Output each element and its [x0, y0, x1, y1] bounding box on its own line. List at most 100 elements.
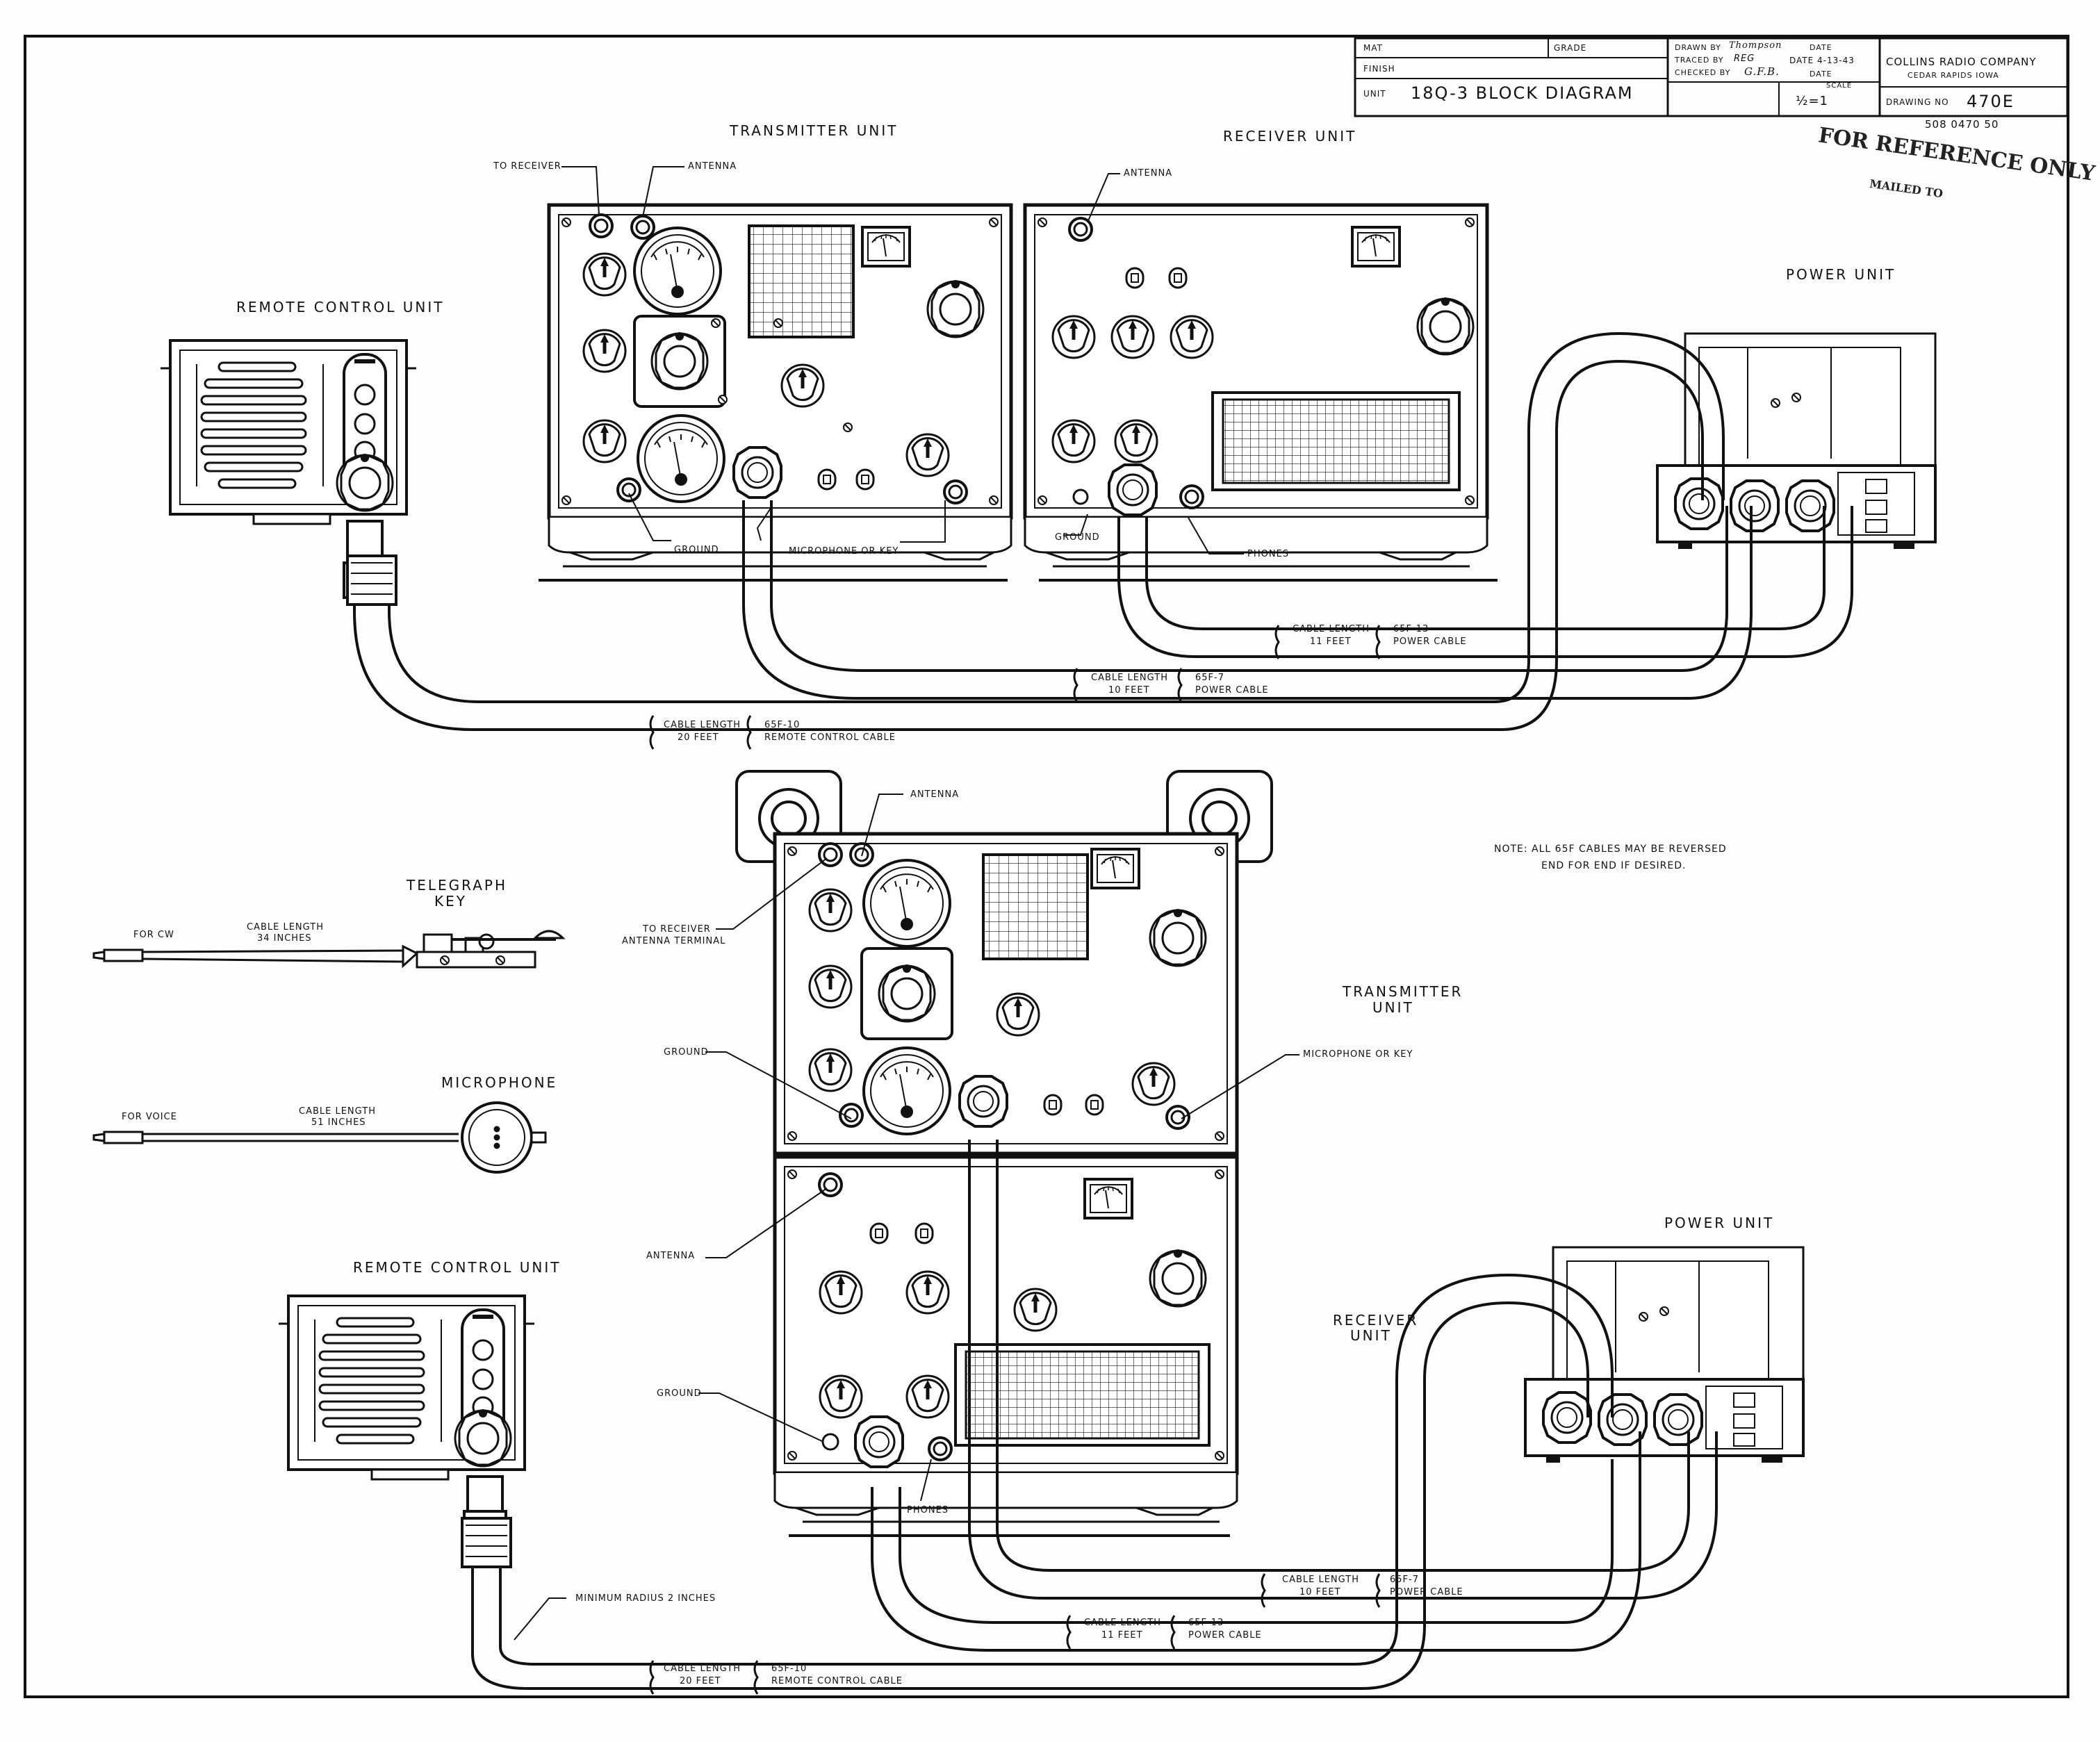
top-cable2-name: POWER CABLE	[1195, 685, 1269, 696]
top-transmitter-title: TRANSMITTER UNIT	[730, 122, 899, 139]
top-antenna-tx-label: ANTENNA	[688, 161, 737, 172]
microphone-title: MICROPHONE	[441, 1074, 558, 1091]
drawing-no-label: DRAWING NO	[1886, 97, 1949, 107]
top-receiver-unit	[1023, 203, 1498, 582]
note-line-1: NOTE: ALL 65F CABLES MAY BE REVERSED	[1494, 844, 1727, 855]
bottom-cable3-name: REMOTE CONTROL CABLE	[771, 1676, 903, 1686]
top-receiver-title: RECEIVER UNIT	[1223, 128, 1357, 145]
leader-lines	[514, 166, 1299, 1641]
note-line-2: END FOR END IF DESIRED.	[1541, 860, 1687, 871]
bottom-receiver-title-1: RECEIVER	[1333, 1312, 1419, 1329]
drawn-by-label: DRAWN BY	[1675, 43, 1721, 52]
telegraph-key-title-2: KEY	[434, 893, 467, 910]
top-remote-title: REMOTE CONTROL UNIT	[236, 299, 445, 315]
company-name: COLLINS RADIO COMPANY	[1886, 56, 2037, 68]
date-value: DATE 4-13-43	[1789, 56, 1855, 65]
bottom-cable3-length: CABLE LENGTH	[664, 1663, 741, 1674]
checked-by-label: CHECKED BY	[1675, 68, 1731, 77]
bottom-cable2-part: 65F-13	[1188, 1618, 1224, 1628]
bottom-cable1-length: CABLE LENGTH	[1282, 1575, 1359, 1585]
drawing-title: 18Q-3 BLOCK DIAGRAM	[1411, 83, 1634, 103]
mic-cable-length: CABLE LENGTH	[299, 1106, 376, 1117]
top-cable1-name: POWER CABLE	[1393, 636, 1467, 647]
bottom-transmitter-title-1: TRANSMITTER	[1343, 983, 1463, 1000]
bottom-to-receiver-2: ANTENNA TERMINAL	[622, 936, 726, 946]
scale-value: ½=1	[1796, 94, 1828, 108]
drawing-border	[24, 35, 2069, 1698]
top-ground-tx-label: GROUND	[674, 545, 719, 555]
title-block-frame	[1354, 37, 2069, 117]
top-cable1-feet: 11 FEET	[1310, 636, 1352, 647]
top-to-receiver-label: TO RECEIVER	[493, 161, 561, 172]
bottom-cable1-feet: 10 FEET	[1299, 1587, 1341, 1597]
key-cable-length: CABLE LENGTH	[247, 922, 324, 932]
bottom-cable2-length: CABLE LENGTH	[1084, 1618, 1161, 1628]
bottom-to-receiver-1: TO RECEIVER	[643, 924, 711, 935]
unit-label: UNIT	[1363, 89, 1386, 99]
top-transmitter-unit	[539, 203, 1013, 582]
top-cable3-length: CABLE LENGTH	[664, 720, 741, 730]
min-radius-label: MINIMUM RADIUS 2 INCHES	[575, 1593, 716, 1604]
top-power-unit	[1657, 334, 1935, 549]
bottom-ground-tx-label: GROUND	[664, 1047, 709, 1058]
traced-by-label: TRACED BY	[1675, 56, 1724, 65]
bottom-cable2-name: POWER CABLE	[1188, 1630, 1262, 1641]
for-voice-label: FOR VOICE	[122, 1112, 177, 1122]
top-cable2-part: 65F-7	[1195, 673, 1224, 683]
top-phones-label: PHONES	[1247, 549, 1290, 559]
top-cable2-feet: 10 FEET	[1108, 685, 1150, 696]
bottom-cable1-name: POWER CABLE	[1390, 1587, 1463, 1597]
key-cable-inches: 34 INCHES	[257, 933, 312, 944]
top-cable2-length: CABLE LENGTH	[1091, 673, 1168, 683]
bottom-antenna-tx-label: ANTENNA	[910, 789, 960, 800]
top-mic-key-label: MICROPHONE OR KEY	[789, 546, 899, 557]
top-cable3-part: 65F-10	[764, 720, 801, 730]
top-cable3-name: REMOTE CONTROL CABLE	[764, 732, 896, 743]
bottom-power-unit	[1525, 1247, 1803, 1463]
telegraph-key-drawing	[92, 930, 566, 969]
microphone-drawing	[92, 1101, 547, 1174]
bottom-transmitter-unit	[773, 832, 1239, 1156]
bottom-receiver-unit	[773, 1155, 1239, 1537]
date-label: DATE	[1810, 43, 1832, 52]
bottom-cables	[471, 1140, 1718, 1690]
bottom-remote-title: REMOTE CONTROL UNIT	[353, 1259, 561, 1276]
drawn-by-value: Thompson	[1729, 40, 1782, 51]
bottom-antenna-rx-label: ANTENNA	[646, 1251, 696, 1261]
top-cables	[353, 331, 1853, 731]
bottom-cable3-feet: 20 FEET	[680, 1676, 721, 1686]
scale-label: SCALE	[1826, 82, 1853, 90]
top-cable-breaks	[649, 625, 1381, 750]
top-remote-plug	[346, 554, 397, 606]
top-cable1-length: CABLE LENGTH	[1293, 624, 1370, 634]
telegraph-key-title-1: TELEGRAPH	[407, 877, 507, 894]
mat-label: MAT	[1363, 43, 1383, 53]
top-cable3-feet: 20 FEET	[678, 732, 719, 743]
bottom-cable-breaks	[649, 1573, 1381, 1695]
traced-by-value: REG	[1734, 54, 1755, 64]
grade-label: GRADE	[1554, 43, 1587, 53]
for-cw-label: FOR CW	[133, 930, 174, 940]
mic-cable-inches: 51 INCHES	[311, 1117, 366, 1128]
bottom-mic-key-label: MICROPHONE OR KEY	[1303, 1049, 1413, 1060]
bottom-transmitter-title-2: UNIT	[1372, 999, 1414, 1016]
finish-label: FINISH	[1363, 64, 1395, 74]
top-ground-rx-label: GROUND	[1055, 532, 1100, 543]
top-cable1-part: 65F-13	[1393, 624, 1429, 634]
company-city: CEDAR RAPIDS IOWA	[1908, 71, 1999, 80]
bottom-cable1-part: 65F-7	[1390, 1575, 1419, 1585]
bottom-cable2-feet: 11 FEET	[1101, 1630, 1143, 1641]
top-power-title: POWER UNIT	[1786, 266, 1896, 283]
checked-by-value: G.F.B.	[1744, 65, 1780, 78]
bottom-remote-control-unit	[279, 1296, 534, 1547]
top-antenna-rx-label: ANTENNA	[1124, 168, 1173, 179]
drawing-no: 470E	[1967, 92, 2015, 111]
bottom-cable3-part: 65F-10	[771, 1663, 807, 1674]
bottom-ground-rx-label: GROUND	[657, 1388, 702, 1399]
date-label-2: DATE	[1810, 69, 1832, 79]
bottom-receiver-title-2: UNIT	[1350, 1327, 1392, 1344]
bottom-power-title: POWER UNIT	[1664, 1215, 1775, 1231]
reference-number: 508 0470 50	[1925, 118, 1999, 131]
bottom-remote-plug	[461, 1517, 512, 1568]
